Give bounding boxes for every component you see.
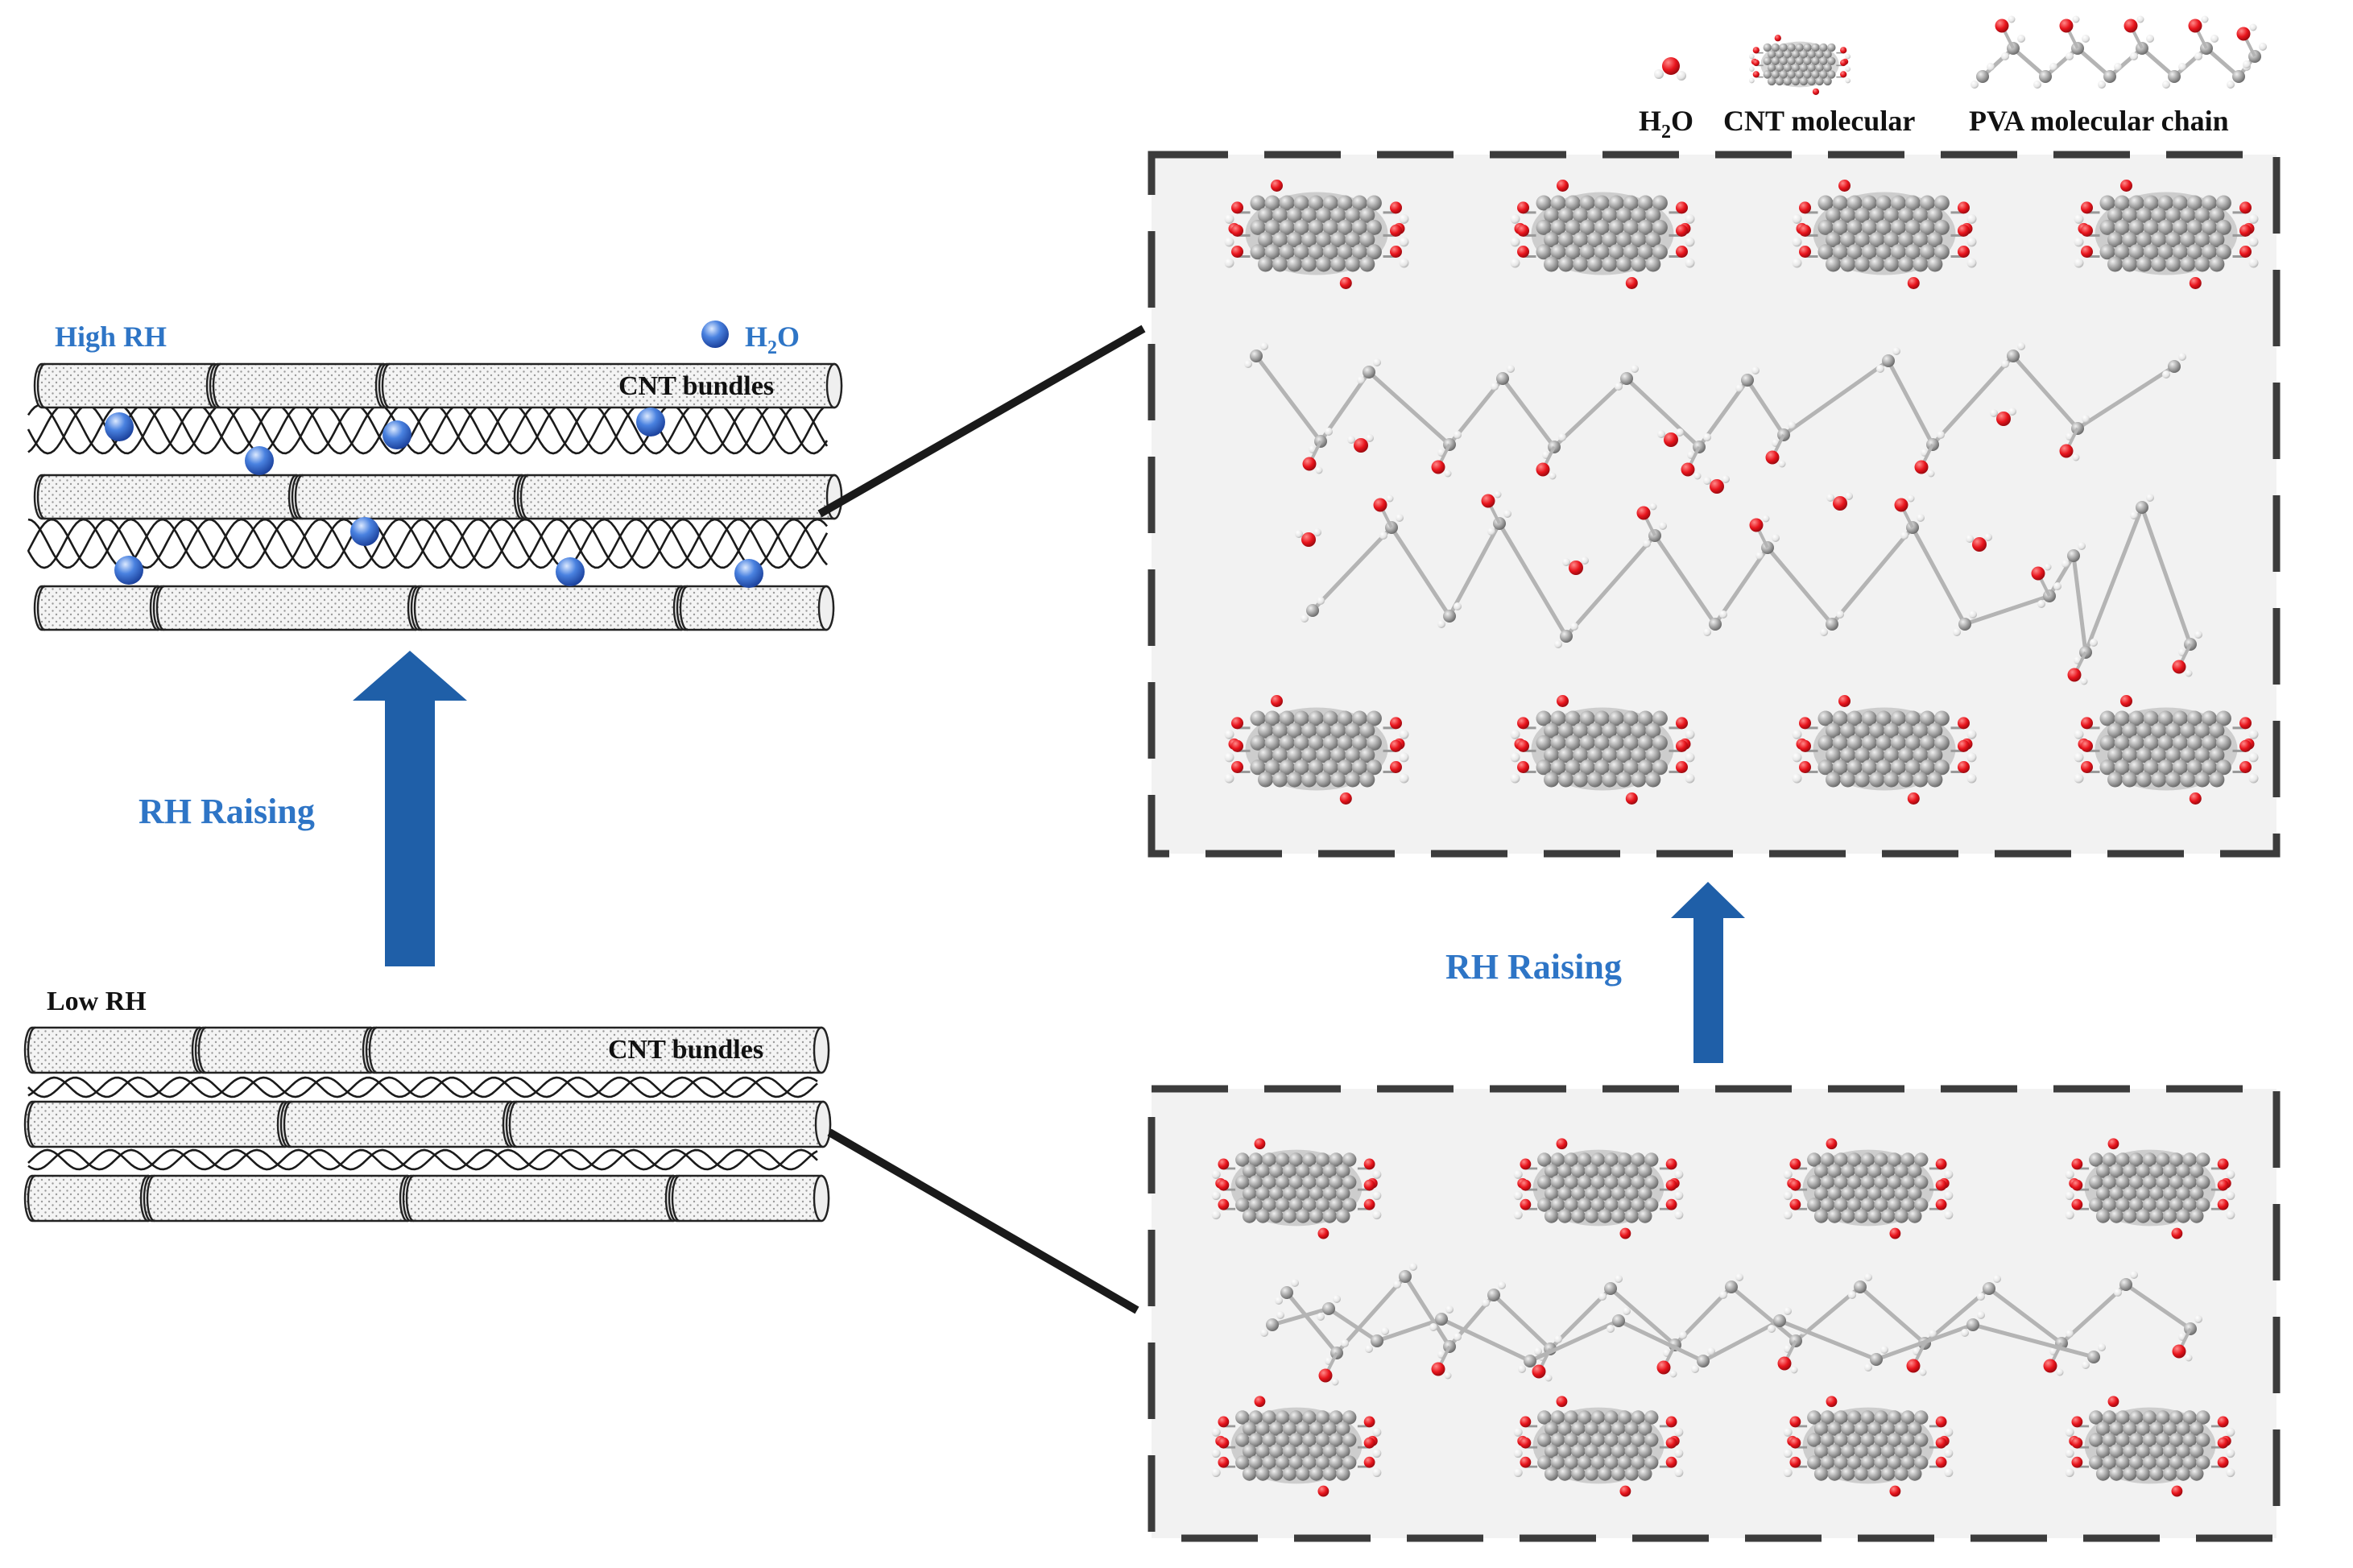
pva-chain-icon: [1970, 15, 2267, 89]
pva-chain: [27, 403, 828, 455]
low-rh-title: Low RH: [47, 987, 147, 1016]
rh-raising-arrow-left: RH Raising: [139, 651, 467, 966]
pva-chain-compressed-b: [1260, 1295, 2106, 1373]
high-rh-title: High RH: [55, 321, 167, 353]
cnt-bundle: [516, 474, 843, 520]
pva-chains-low-rh: [27, 1076, 818, 1171]
water-molecule-icon: [1966, 533, 1992, 552]
cnt-bundle: [33, 362, 223, 409]
cnt-bundle: [152, 585, 424, 631]
legend-pva-label: PVA molecular chain: [1969, 105, 2229, 137]
water-droplet-icon: [636, 408, 665, 436]
water-droplet-icon: [245, 446, 274, 475]
cnt-molecule-icon: [1792, 695, 1977, 805]
legend-h2o-label: H2O: [1639, 105, 1693, 143]
cnt-bundle: [365, 1026, 830, 1074]
molecular-panel-high-rh: [1148, 151, 2281, 858]
cnt-molecules-high-rh: [1224, 180, 2259, 805]
water-molecule-icon: [1295, 528, 1321, 547]
cnt-molecule-icon: [2065, 1138, 2235, 1239]
cnt-bundles-high-rh: [33, 362, 843, 631]
cnt-bundle: [378, 362, 843, 409]
rh-raising-label-left: RH Raising: [139, 792, 315, 831]
pva-chain-lower: [1301, 490, 2202, 685]
cnt-bundle: [209, 362, 392, 409]
cnt-bundle: [143, 1174, 416, 1223]
high-rh-bundles-label: CNT bundles: [618, 371, 774, 401]
cnt-bundle: [23, 1026, 209, 1074]
pva-chain: [27, 1148, 818, 1171]
cnt-molecule-icon: [1224, 180, 1409, 289]
pva-chains-high-rh: [27, 403, 829, 569]
water-droplet-icon: [350, 517, 379, 546]
legend-h2o-icon: [1654, 57, 1686, 81]
pva-chain-compressed-a: [1275, 1263, 2202, 1386]
water-molecule-icon: [1826, 492, 1853, 511]
cnt-molecule-icon: [1211, 1396, 1382, 1497]
high-rh-h2o-label: H2O: [745, 321, 800, 358]
cnt-bundle: [410, 585, 690, 631]
cnt-molecule-icon: [1510, 695, 1695, 805]
cnt-bundle: [23, 1174, 157, 1223]
water-droplet-icon: [105, 412, 134, 441]
pva-chain: [27, 518, 828, 569]
cnt-molecule-icon: [1224, 695, 1409, 805]
water-droplet-icon: [556, 557, 585, 586]
cnt-bundle: [291, 474, 531, 520]
pva-chain: [27, 1076, 818, 1098]
cnt-molecule-icon: [1783, 1138, 1954, 1239]
rh-raising-arrow-right: RH Raising: [1445, 882, 1745, 1063]
water-molecule-icon: [1990, 408, 2016, 426]
cnt-bundle: [668, 1174, 830, 1223]
cnt-molecule-icon: [1513, 1396, 1684, 1497]
low-rh-bundles-label: CNT bundles: [608, 1035, 763, 1065]
legend-cnt-icon: [1749, 35, 1851, 95]
high-rh-schematic: High RH H2O CNT bundles: [27, 321, 843, 631]
water-droplet-icon: [383, 420, 411, 449]
cnt-molecule-icon: [1211, 1138, 1382, 1239]
water-molecule-icon: [1657, 428, 1684, 447]
cnt-molecule-icon: [1792, 180, 1977, 289]
cnt-molecule-icon: [2065, 1396, 2235, 1497]
cnt-bundle: [279, 1100, 519, 1148]
cnt-bundle: [33, 474, 305, 520]
zoom-connector-high: [817, 325, 1146, 518]
cnt-bundle: [194, 1026, 379, 1074]
water-droplet-icon: [114, 556, 143, 585]
water-droplet-icon: [734, 559, 763, 588]
cnt-molecule-icon: [1510, 180, 1695, 289]
water-molecules: [1295, 408, 2016, 575]
pva-chain-upper: [1244, 342, 2186, 480]
rh-raising-label-right: RH Raising: [1445, 947, 1622, 987]
cnt-bundle: [505, 1100, 832, 1148]
molecular-panel-low-rh: [1148, 1085, 2281, 1542]
cnt-bundle: [402, 1174, 682, 1223]
water-molecule-icon: [1347, 434, 1374, 453]
pva-chains-molecular-high-rh: [1244, 342, 2202, 685]
cnt-bundle: [676, 585, 835, 631]
cnt-molecule-icon: [1513, 1138, 1684, 1239]
legend-pva-icon: [1970, 15, 2267, 89]
cnt-bundles-low-rh: [23, 1026, 832, 1223]
cnt-bundle: [23, 1100, 294, 1148]
low-rh-schematic: Low RH CNT bundles: [23, 987, 832, 1223]
cnt-bundle: [33, 585, 167, 631]
cnt-molecule-icon: [2074, 180, 2259, 289]
zoom-connector-low: [827, 1128, 1139, 1314]
legend-cnt-label: CNT molecular: [1723, 105, 1915, 137]
water-molecule-icon: [1562, 556, 1589, 575]
water-droplets: [105, 408, 763, 588]
water-molecule-icon: [1703, 475, 1730, 494]
legend: H2O CNT molecular PVA molecular chain: [1639, 15, 2267, 143]
pva-chain: [27, 518, 828, 569]
pva-chains-molecular-low-rh: [1260, 1263, 2202, 1386]
pva-chain: [27, 518, 829, 569]
cnt-molecule-icon: [2074, 695, 2259, 805]
cnt-molecule-icon: [1749, 35, 1851, 95]
cnt-molecules-low-rh: [1211, 1138, 2235, 1497]
h2o-droplet-legend-icon: [701, 321, 729, 348]
cnt-molecule-icon: [1783, 1396, 1954, 1497]
